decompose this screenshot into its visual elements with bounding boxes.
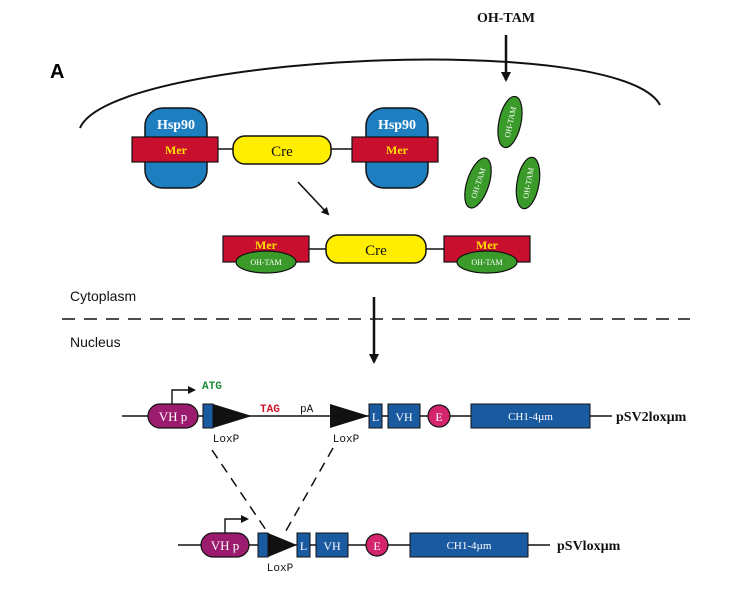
- enhancer-top: [427, 404, 451, 428]
- svg-text:Mer: Mer: [165, 143, 188, 157]
- svg-text:Mer: Mer: [386, 143, 409, 157]
- construct-psv2loxum: VH p ATG LoxP TAG pA LoxP L VH E CH1-4µm…: [122, 381, 687, 446]
- svg-text:OH-TAM: OH-TAM: [250, 258, 281, 267]
- stop-codon: TAG: [260, 404, 280, 416]
- svg-text:E: E: [373, 539, 380, 553]
- svg-text:Hsp90: Hsp90: [378, 118, 416, 133]
- loxp-site-2: [330, 404, 369, 428]
- nucleus-label: Nucleus: [70, 334, 121, 350]
- svg-text:L: L: [300, 539, 307, 553]
- vh-exon-top: [387, 403, 421, 429]
- vh-exon-bottom: [315, 532, 349, 558]
- free-oh-tam-molecules: OH-TAM OH-TAM OH-TAM: [464, 95, 541, 210]
- transcription-start-arrow-bottom: [224, 515, 249, 533]
- hsp90-right: Hsp90 Mer: [351, 107, 439, 189]
- svg-text:OH-TAM: OH-TAM: [471, 258, 502, 267]
- recombination-lines: [211, 447, 334, 537]
- panel-label: A: [50, 61, 64, 83]
- construct-name-bottom: pSVloxµm: [557, 539, 621, 554]
- hsp90-left: Hsp90 Mer: [131, 107, 219, 189]
- enhancer-bottom: [365, 533, 389, 557]
- cell-membrane: [79, 58, 661, 129]
- svg-text:Hsp90: Hsp90: [157, 118, 195, 133]
- svg-text:LoxP: LoxP: [333, 434, 360, 446]
- loxp-site-1: [213, 404, 252, 428]
- exon-block-bottom: [257, 532, 269, 558]
- start-codon: ATG: [202, 381, 222, 393]
- svg-text:Mer: Mer: [255, 238, 278, 252]
- activation-arrow: [297, 181, 330, 216]
- polya-signal: pA: [300, 404, 314, 416]
- svg-text:LoxP: LoxP: [213, 434, 240, 446]
- oh-tam-bound-right: [456, 250, 518, 274]
- oh-tam-bound-left: [235, 250, 297, 274]
- construct-name-top: pSV2loxµm: [616, 410, 687, 425]
- vh-promoter-top: [147, 403, 199, 429]
- active-complex: Mer OH-TAM Cre Mer OH-TAM: [222, 234, 531, 274]
- cre-protein-active: [325, 234, 427, 264]
- leader-exon-bottom: [296, 532, 311, 558]
- construct-psvloxum: VH p LoxP L VH E CH1-4µm pSVloxµm: [178, 515, 621, 575]
- svg-text:VH p: VH p: [211, 538, 240, 553]
- svg-text:CH1-4µm: CH1-4µm: [508, 411, 553, 423]
- exon-block-top: [202, 403, 214, 429]
- cytoplasm-label: Cytoplasm: [70, 288, 136, 304]
- ligand-label: OH-TAM: [477, 11, 535, 26]
- constant-region-bottom: [409, 532, 529, 558]
- svg-text:VH: VH: [395, 410, 413, 424]
- transcription-start-arrow-top: [171, 386, 196, 404]
- leader-exon-top: [368, 403, 383, 429]
- inactive-complex: Hsp90 Mer Cre Hsp90 Mer: [131, 107, 439, 189]
- cre-protein-inactive: [232, 135, 332, 165]
- svg-text:Cre: Cre: [365, 243, 387, 259]
- svg-text:L: L: [372, 410, 379, 424]
- mer-domain-right: [351, 136, 439, 163]
- loxp-site-recombined: [268, 533, 297, 557]
- constant-region-top: [470, 403, 591, 429]
- mer-domain-left: [131, 136, 219, 163]
- svg-text:E: E: [435, 410, 442, 424]
- svg-text:Mer: Mer: [476, 238, 499, 252]
- svg-text:LoxP: LoxP: [267, 563, 294, 575]
- svg-text:VH p: VH p: [159, 409, 188, 424]
- svg-text:Cre: Cre: [271, 144, 293, 160]
- svg-text:VH: VH: [323, 539, 341, 553]
- svg-text:CH1-4µm: CH1-4µm: [447, 540, 492, 552]
